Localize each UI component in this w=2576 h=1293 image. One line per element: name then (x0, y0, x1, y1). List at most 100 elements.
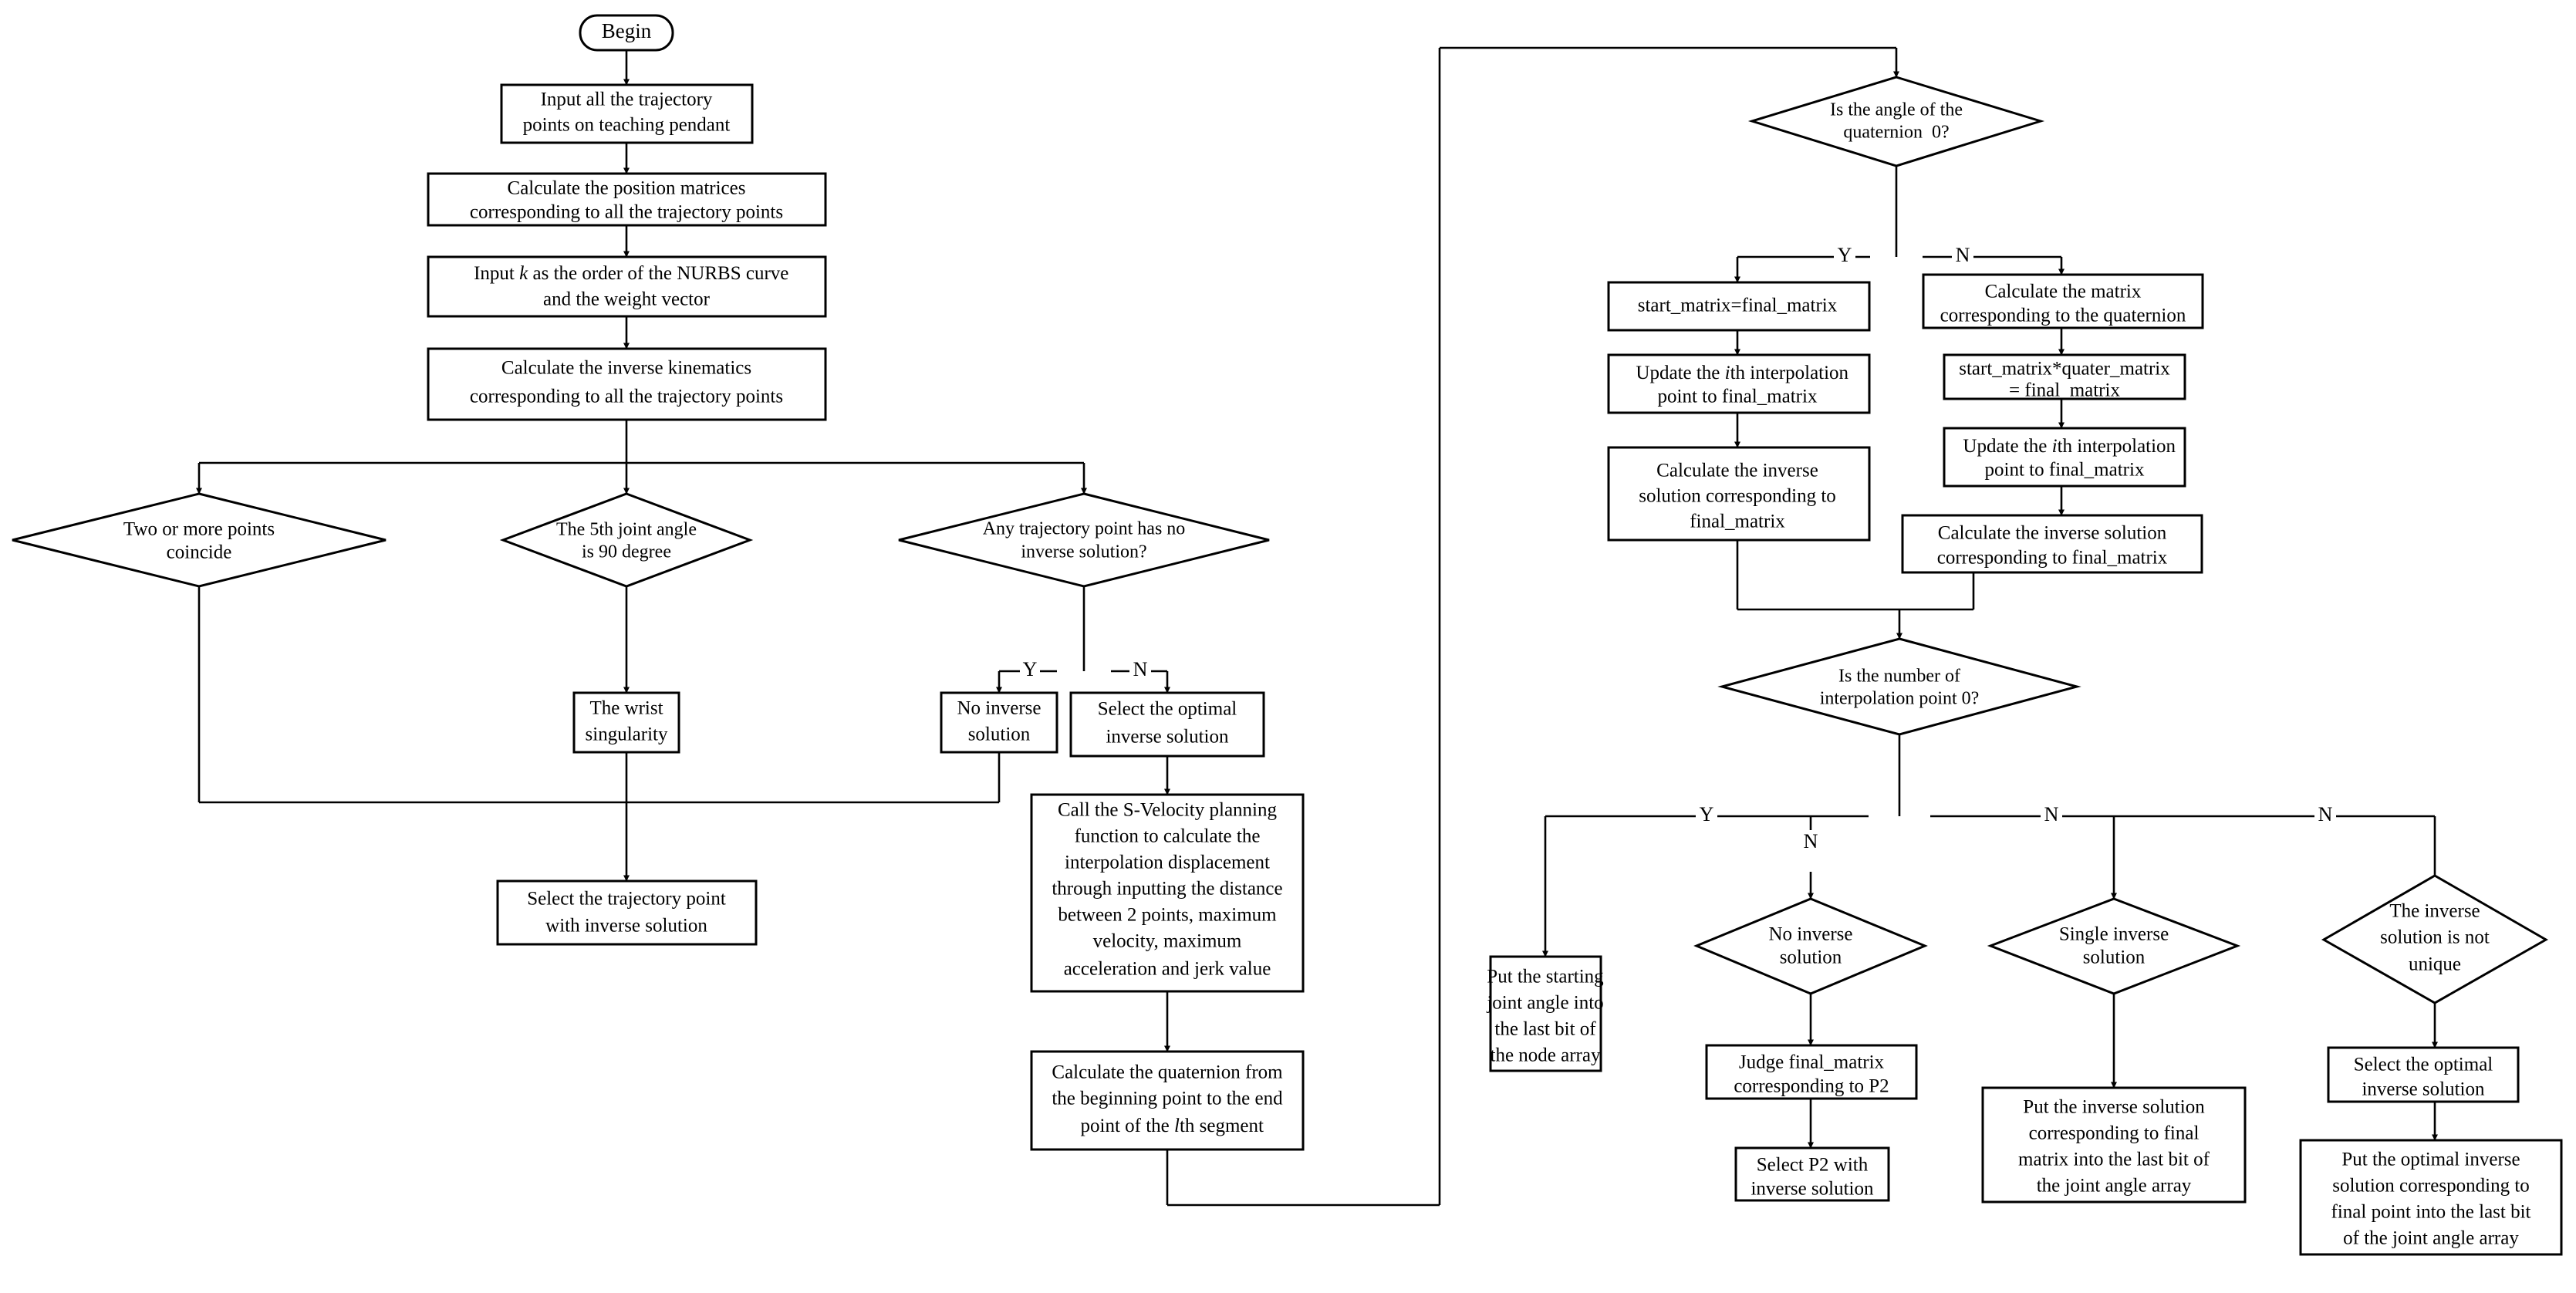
node-wrist-line1: The wrist (589, 698, 663, 719)
node-svel-line1: Call the S-Velocity planning (1058, 800, 1277, 821)
node-putinv-line1: Put the inverse solution (2023, 1097, 2205, 1118)
node-calc-position[interactable]: Calculate the position matrices correspo… (427, 172, 827, 227)
node-begin-label: Begin (602, 19, 652, 42)
node-calcmatrix-line2: corresponding to the quaternion (1940, 306, 2186, 326)
node-input-k-line1: Input k as the order of the NURBS curve (440, 263, 812, 284)
node-judge-line1: Judge final_matrix (1739, 1052, 1885, 1073)
node-put-inverse-final[interactable]: Put the inverse solution corresponding t… (1981, 1086, 2247, 1204)
node-svel-line4: through inputting the distance (1052, 879, 1282, 900)
node-update-a-line1c: th interpolation (1730, 363, 1849, 383)
node-put-starting-joint[interactable]: Put the starting joint angle into the la… (1486, 955, 1604, 1072)
node-calc-matrix-quaternion[interactable]: Calculate the matrix corresponding to th… (1922, 273, 2204, 329)
branch-label-anyno-y: Y (1023, 658, 1038, 680)
node-putopt-line1: Put the optimal inverse (2341, 1150, 2520, 1170)
node-single-line1: Single inverse (2059, 924, 2169, 945)
node-judge-final-matrix-p2[interactable]: Judge final_matrix corresponding to P2 (1705, 1044, 1918, 1100)
node-quat-line3: point of the lth segment (1047, 1116, 1288, 1136)
node-update-b-line1b: i (2052, 436, 2058, 457)
node-single-inverse-solution[interactable]: Single inverse solution (1987, 897, 2241, 995)
node-calcinv-a-line2: solution corresponding to (1639, 486, 1836, 507)
node-wrist-singularity[interactable]: The wrist singularity (572, 691, 680, 754)
node-select-traj-line2: with inverse solution (545, 916, 707, 937)
node-start-eq-final-line1: start_matrix=final_matrix (1638, 295, 1838, 316)
node-selectp2-line1: Select P2 with (1757, 1155, 1869, 1176)
node-calcinv-a-line3: final_matrix (1690, 511, 1785, 532)
node-update-b-line1: Update the ith interpolation (1929, 436, 2200, 457)
node-select-optimal-inverse-2[interactable]: Select the optimal inverse solution (2327, 1046, 2520, 1103)
node-calcmatrix-line1: Calculate the matrix (1985, 282, 2142, 302)
node-start-eq-final[interactable]: start_matrix=final_matrix (1607, 281, 1871, 332)
node-update-a-line1: Update the ith interpolation (1602, 363, 1873, 383)
node-update-b-line1a: Update the (1963, 436, 2051, 457)
node-single-line2: solution (2083, 947, 2146, 968)
node-put-optimal-inverse[interactable]: Put the optimal inverse solution corresp… (2299, 1139, 2563, 1256)
node-starttimes-line2: = final_matrix (2009, 380, 2120, 401)
node-numinterp-line1: Is the number of (1838, 667, 1960, 687)
node-angle-quaternion-zero[interactable]: Is the angle of the quaternion 0? (1747, 76, 2045, 167)
node-update-ith-b[interactable]: Update the ith interpolation point to fi… (1929, 427, 2200, 488)
node-calcinv-b-line1: Calculate the inverse solution (1938, 523, 2167, 544)
node-putstart-line4: the node array (1491, 1045, 1601, 1066)
node-quat-line2: the beginning point to the end (1052, 1089, 1283, 1109)
node-no-inv-line1: No inverse (957, 698, 1042, 719)
node-calc-inverse-kin-line2: corresponding to all the trajectory poin… (470, 387, 783, 407)
node-update-ith-a[interactable]: Update the ith interpolation point to fi… (1602, 353, 1873, 414)
branch-label-anyno-n: N (1133, 658, 1148, 680)
node-putinv-line4: the joint angle array (2037, 1176, 2192, 1197)
connectors-right (1542, 166, 2438, 1149)
node-two-points-line2: coincide (167, 542, 232, 563)
node-inverse-not-unique[interactable]: The inverse solution is not unique (2321, 874, 2549, 1004)
node-calc-inverse-kinematics[interactable]: Calculate the inverse kinematics corresp… (427, 347, 827, 421)
node-any-no-inverse[interactable]: Any trajectory point has no inverse solu… (898, 492, 1270, 588)
node-selectopt2-line2: inverse solution (2362, 1079, 2485, 1100)
node-input-points[interactable]: Input all the trajectory points on teach… (500, 83, 754, 144)
node-two-points-coincide[interactable]: Two or more points coincide (12, 492, 387, 588)
node-select-optimal-inverse[interactable]: Select the optimal inverse solution (1069, 691, 1265, 758)
node-calc-quaternion[interactable]: Calculate the quaternion from the beginn… (1030, 1050, 1305, 1151)
node-input-k-line2: and the weight vector (543, 289, 711, 310)
node-quat-line1: Calculate the quaternion from (1052, 1062, 1283, 1083)
node-svel-line5: between 2 points, maximum (1058, 905, 1277, 926)
node-notunique-line2: solution is not (2380, 927, 2490, 948)
node-start-times-quater[interactable]: start_matrix*quater_matrix = final_matri… (1943, 353, 2186, 401)
node-select-p2[interactable]: Select P2 with inverse solution (1734, 1146, 1890, 1202)
node-numinterp-line2: interpolation point 0? (1820, 689, 1980, 709)
node-notunique-line1: The inverse (2389, 901, 2480, 922)
node-selectp2-line2: inverse solution (1751, 1179, 1874, 1200)
node-quat-line3a: point of the (1081, 1116, 1175, 1136)
node-num-interp-zero[interactable]: Is the number of interpolation point 0? (1717, 637, 2081, 736)
node-s-velocity[interactable]: Call the S-Velocity planning function to… (1030, 793, 1305, 993)
node-input-k-line1c: as the order of the NURBS curve (528, 263, 788, 284)
node-putstart-line1: Put the starting (1487, 967, 1604, 987)
node-putstart-line3: the last bit of (1494, 1019, 1596, 1040)
node-no-inverse-solution[interactable]: No inverse solution (940, 691, 1058, 754)
node-calc-inverse-final-b[interactable]: Calculate the inverse solution correspon… (1901, 514, 2203, 574)
node-update-a-line2: point to final_matrix (1658, 387, 1818, 407)
node-putinv-line2: corresponding to final (2029, 1123, 2200, 1144)
node-quatangle-line2: quaternion 0? (1843, 123, 1949, 143)
branch-label-numinterp-n3: N (2318, 803, 2333, 825)
node-input-k-line1a: Input (474, 263, 519, 284)
node-no-inverse-solution-decision[interactable]: No inverse solution (1693, 897, 1928, 995)
node-update-a-line1b: i (1725, 363, 1730, 383)
node-select-opt-line2: inverse solution (1106, 727, 1229, 748)
node-begin[interactable]: Begin (579, 14, 674, 52)
branch-label-numinterp-y: Y (1700, 803, 1714, 825)
node-noinvd-line2: solution (1780, 947, 1842, 968)
node-update-b-line2: point to final_matrix (1985, 460, 2145, 481)
node-select-traj-line1: Select the trajectory point (527, 889, 726, 910)
node-calc-inverse-final-a[interactable]: Calculate the inverse solution correspon… (1607, 446, 1871, 542)
node-select-trajectory-point[interactable]: Select the trajectory point with inverse… (496, 879, 758, 946)
node-fifth-joint-90[interactable]: The 5th joint angle is 90 degree (499, 492, 754, 588)
node-quat-line3c: th segment (1180, 1116, 1264, 1136)
node-putopt-line3: final point into the last bit (2331, 1202, 2531, 1223)
node-update-a-line1a: Update the (1636, 363, 1724, 383)
node-any-no-inverse-line2: inverse solution? (1021, 542, 1146, 562)
node-input-k[interactable]: Input k as the order of the NURBS curve … (427, 255, 827, 318)
branch-label-quatangle-n: N (1956, 244, 1970, 266)
node-putopt-line4: of the joint angle array (2343, 1228, 2519, 1249)
node-fifth-joint-line2: is 90 degree (582, 542, 671, 562)
node-calc-position-line1: Calculate the position matrices (508, 178, 746, 199)
